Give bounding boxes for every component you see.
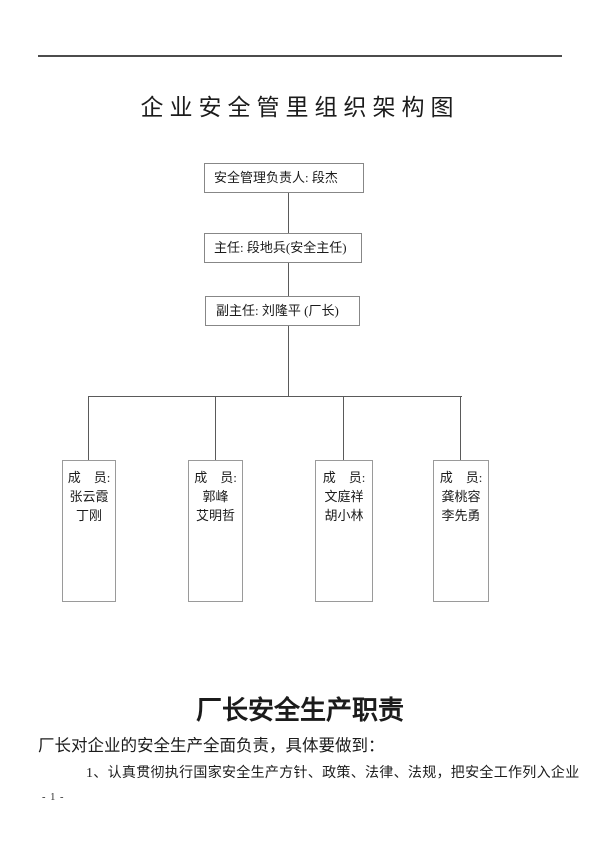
member-group-2-name-1: 郭峰 <box>202 489 229 504</box>
header-rule-divider <box>38 55 562 57</box>
member-group-3-name-1: 文庭祥 <box>324 489 364 504</box>
paragraph-intro: 厂长对企业的安全生产全面负责，具体要做到： <box>38 736 385 755</box>
org-box-safety-leader-label: 安全管理负责人: 段杰 <box>214 170 338 185</box>
member-group-4-name-1: 龚桃容 <box>441 489 481 504</box>
connector-line-leader-director <box>288 193 289 233</box>
org-box-deputy-director-label: 副主任: 刘隆平 (厂长) <box>216 303 339 318</box>
member-group-1-name-1: 张云霞 <box>69 489 109 504</box>
member-group-1-role: 成 员: <box>67 470 111 485</box>
paragraph-item-1: 1、认真贯彻执行国家安全生产方针、政策、法律、法规，把安全工作列入企业 <box>86 766 580 781</box>
member-group-3-role: 成 员: <box>322 470 366 485</box>
org-box-director: 主任: 段地兵(安全主任) <box>204 233 362 263</box>
org-box-member-group-2: 成 员: 郭峰 艾明哲 <box>188 460 243 602</box>
member-group-4-name-2: 李先勇 <box>441 508 481 523</box>
connector-branch-horizontal-line <box>88 396 462 397</box>
connector-drop-member-group-4 <box>460 397 461 460</box>
org-box-member-group-3: 成 员: 文庭祥 胡小林 <box>315 460 373 602</box>
member-group-4-role: 成 员: <box>439 470 483 485</box>
section-title-factory-director-duties: 厂长安全生产职责 <box>195 696 404 725</box>
page-number: - 1 - <box>42 792 65 803</box>
org-box-director-label: 主任: 段地兵(安全主任) <box>214 240 347 255</box>
connector-drop-member-group-1 <box>88 397 89 460</box>
connector-line-director-deputy <box>288 263 289 296</box>
member-group-3-name-2: 胡小林 <box>324 508 364 523</box>
member-group-1-name-2: 丁刚 <box>75 508 102 523</box>
org-box-member-group-1: 成 员: 张云霞 丁刚 <box>62 460 116 602</box>
connector-line-deputy-to-branch <box>288 326 289 396</box>
org-box-deputy-director: 副主任: 刘隆平 (厂长) <box>205 296 360 326</box>
org-chart-title: 企业安全管里组织架构图 <box>140 95 460 120</box>
connector-drop-member-group-2 <box>215 397 216 460</box>
connector-drop-member-group-3 <box>343 397 344 460</box>
member-group-2-name-2: 艾明哲 <box>195 508 235 523</box>
org-box-member-group-4: 成 员: 龚桃容 李先勇 <box>433 460 489 602</box>
member-group-2-role: 成 员: <box>194 470 237 485</box>
org-box-safety-leader: 安全管理负责人: 段杰 <box>204 163 364 193</box>
